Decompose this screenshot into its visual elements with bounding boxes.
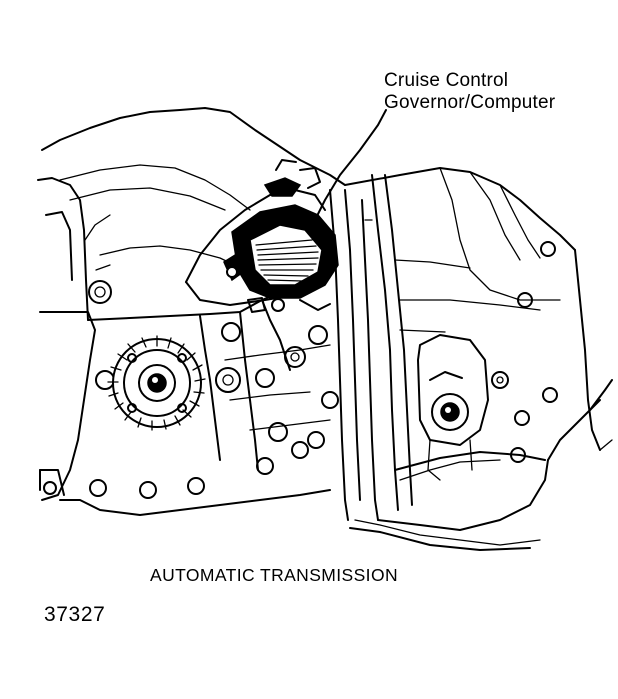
callout-leader-line	[314, 109, 387, 221]
case-body	[199, 259, 339, 471]
callout-line-2: Governor/Computer	[384, 92, 556, 113]
cruise-control-governor	[185, 159, 339, 311]
callout-label: Cruise Control Governor/Computer	[384, 70, 555, 114]
output-gear	[107, 335, 206, 431]
callout-line-1: Cruise Control	[384, 70, 509, 91]
tail-housing	[344, 167, 613, 531]
figure-caption: AUTOMATIC TRANSMISSION	[150, 565, 398, 585]
speed-sensor	[417, 334, 489, 481]
figure-id: 37327	[44, 603, 106, 626]
cooler-lines	[329, 174, 546, 551]
bell-housing	[37, 107, 346, 516]
